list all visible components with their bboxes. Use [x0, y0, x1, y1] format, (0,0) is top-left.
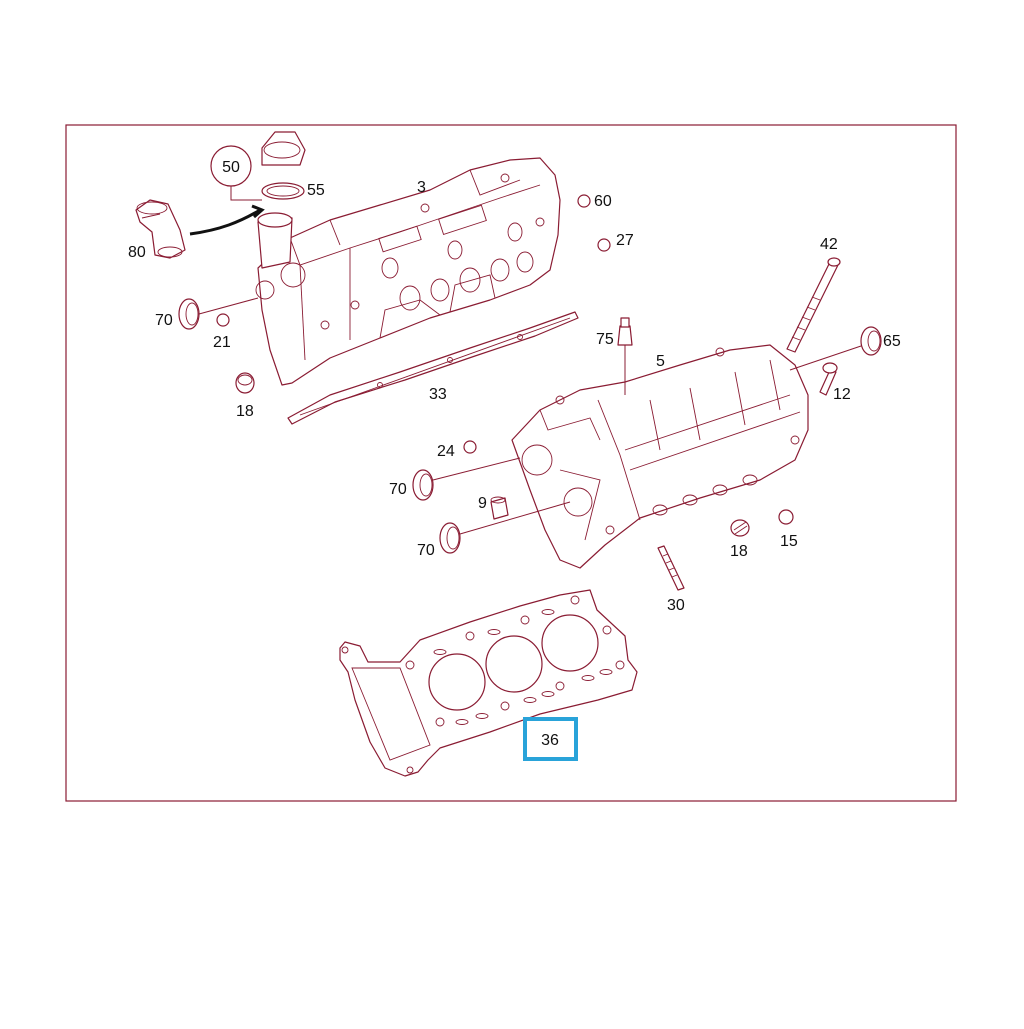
diagram-frame: [65, 124, 957, 802]
callout-21[interactable]: 21: [213, 334, 231, 351]
seal-70-middle[interactable]: [412, 469, 434, 501]
callout-18-lower[interactable]: 18: [730, 543, 748, 560]
callout-80[interactable]: 80: [128, 244, 146, 261]
callout-55[interactable]: 55: [307, 182, 325, 199]
bolt-12[interactable]: [819, 362, 838, 396]
cylinder-head-right[interactable]: [511, 344, 809, 569]
o-ring-55[interactable]: [261, 182, 305, 200]
bolt-42[interactable]: [786, 257, 841, 353]
selected-part-highlight: [523, 717, 578, 761]
callout-75[interactable]: 75: [596, 331, 614, 348]
assembly-arrow: [189, 208, 261, 236]
sensor-75[interactable]: [617, 317, 633, 346]
thermostat-housing-80[interactable]: [135, 199, 186, 259]
callout-70-middle[interactable]: 70: [389, 481, 407, 498]
callout-50[interactable]: 50: [222, 159, 240, 176]
callout-30[interactable]: 30: [667, 597, 685, 614]
plug-60[interactable]: [577, 194, 591, 208]
bushing-18-top[interactable]: [235, 372, 255, 394]
bushing-18-lower[interactable]: [730, 519, 750, 537]
callout-12[interactable]: 12: [833, 386, 851, 403]
plug-21[interactable]: [216, 313, 230, 327]
callout-27[interactable]: 27: [616, 232, 634, 249]
plug-24[interactable]: [463, 440, 477, 454]
gasket-33[interactable]: [287, 311, 579, 425]
callout-60[interactable]: 60: [594, 193, 612, 210]
seal-70-lower[interactable]: [439, 522, 461, 554]
callout-70-top[interactable]: 70: [155, 312, 173, 329]
seal-65[interactable]: [860, 326, 882, 356]
callout-42[interactable]: 42: [820, 236, 838, 253]
callout-24[interactable]: 24: [437, 443, 455, 460]
seal-70-top[interactable]: [178, 298, 200, 330]
callout-3[interactable]: 3: [417, 179, 426, 196]
callout-15[interactable]: 15: [780, 533, 798, 550]
plug-27[interactable]: [597, 238, 611, 252]
cap-50[interactable]: [261, 131, 306, 166]
callout-70-lower[interactable]: 70: [417, 542, 435, 559]
head-gasket-36[interactable]: [339, 589, 638, 777]
callout-9[interactable]: 9: [478, 495, 487, 512]
callout-36[interactable]: 36: [541, 732, 559, 749]
callout-33[interactable]: 33: [429, 386, 447, 403]
dowel-9[interactable]: [490, 496, 509, 520]
cylinder-head-left[interactable]: [255, 157, 561, 386]
callout-65[interactable]: 65: [883, 333, 901, 350]
callout-18-top[interactable]: 18: [236, 403, 254, 420]
coolant-outlet-neck: [257, 212, 293, 269]
stud-30[interactable]: [657, 545, 685, 591]
callout-5[interactable]: 5: [656, 353, 665, 370]
plug-15[interactable]: [778, 509, 794, 525]
